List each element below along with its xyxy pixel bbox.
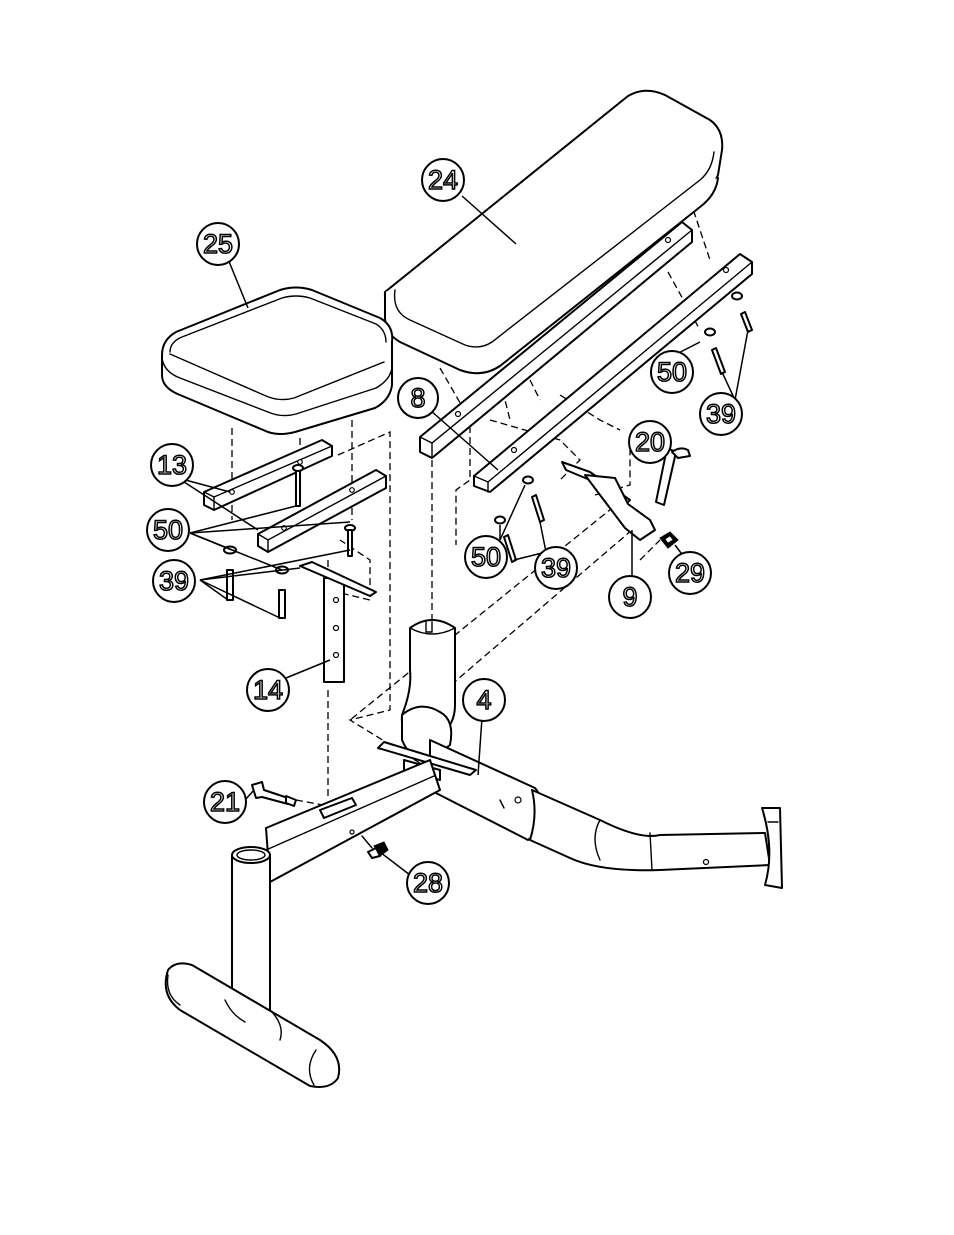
svg-text:50: 50	[153, 515, 183, 545]
rear-leg-tube	[430, 740, 782, 888]
svg-text:29: 29	[675, 558, 705, 588]
callout-50-right: 50	[651, 351, 693, 393]
svg-text:24: 24	[428, 165, 458, 195]
seat-post	[300, 562, 376, 682]
callout-50-mid: 50	[465, 536, 507, 578]
callout-9: 9	[609, 576, 651, 618]
svg-text:39: 39	[541, 553, 571, 583]
svg-text:14: 14	[253, 675, 283, 705]
svg-text:20: 20	[635, 427, 665, 457]
seat-rail-upper	[204, 440, 332, 510]
callout-39-left: 39	[153, 560, 195, 602]
seat-pad	[162, 288, 392, 435]
callout-21: 21	[204, 781, 246, 823]
callout-39-right: 39	[700, 393, 742, 435]
callout-29: 29	[669, 552, 711, 594]
main-frame-upright	[402, 620, 455, 760]
adjuster-bracket	[562, 462, 655, 540]
svg-text:13: 13	[157, 450, 187, 480]
callout-20: 20	[629, 421, 671, 463]
callout-14: 14	[247, 669, 289, 711]
callout-24: 24	[422, 159, 464, 201]
callout-4: 4	[463, 679, 505, 721]
callout-50-left: 50	[147, 509, 189, 551]
callout-13: 13	[151, 444, 193, 486]
svg-text:50: 50	[471, 542, 501, 572]
callout-28: 28	[407, 862, 449, 904]
svg-text:39: 39	[159, 566, 189, 596]
pop-pin	[252, 782, 296, 806]
svg-text:21: 21	[210, 787, 240, 817]
callout-8: 8	[398, 378, 438, 418]
svg-text:50: 50	[657, 357, 687, 387]
svg-text:9: 9	[622, 582, 637, 612]
svg-text:8: 8	[410, 383, 425, 413]
svg-text:28: 28	[413, 868, 443, 898]
svg-text:25: 25	[203, 229, 233, 259]
callout-25: 25	[197, 223, 239, 265]
svg-text:39: 39	[706, 399, 736, 429]
callout-39-mid: 39	[535, 547, 577, 589]
svg-text:4: 4	[476, 685, 491, 715]
